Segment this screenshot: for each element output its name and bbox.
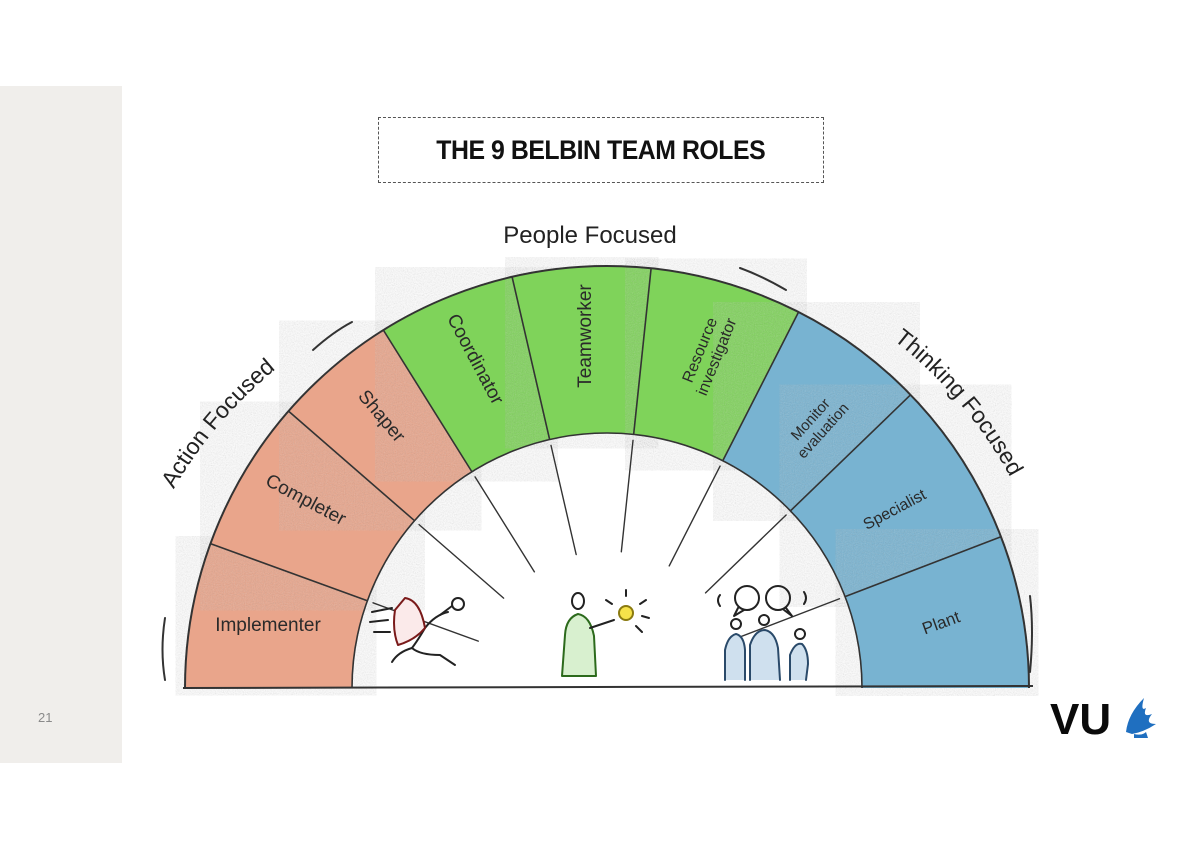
griffin-icon [1126,698,1156,738]
segment-divider [632,268,652,435]
outer-arc-outline [184,265,1030,689]
segment-divider [210,542,368,602]
inner-ray-line [474,476,536,573]
idea-person-illustration [561,589,650,677]
vu-logo-svg: VU [1050,695,1156,744]
people-focused-text: People Focused [503,222,676,249]
segment-teamworker [512,266,652,440]
segment-divider [382,329,473,473]
segment-specialist [790,394,1001,597]
page-number: 21 [38,710,53,725]
left-sidebar [0,86,122,763]
page-title: THE 9 BELBIN TEAM ROLES [436,134,766,165]
segment-divider [789,394,912,512]
inner-ray-line [668,465,721,567]
segment-monitor-evaluation [722,311,911,511]
segment-coordinator [383,276,550,472]
segment-plant [845,536,1029,688]
discussion-group-illustration [717,585,809,681]
group-brackets [161,267,1033,681]
inner-ray-line [704,514,787,594]
segment-completer [210,411,415,601]
vu-logo-text: VU [1050,695,1111,740]
segment-resource-investigator [633,268,799,461]
inner-ray-line [418,523,505,599]
inner-ray-line [550,444,577,556]
segment-divider [511,276,551,440]
inner-ray-line [620,439,634,553]
segment-divider [844,536,1002,598]
segments [185,266,1029,688]
role-teamworker: Teamworker [575,284,596,388]
segment-dividers [210,268,1002,602]
segment-implementer [185,543,368,688]
role-implementer: Implementer [215,615,321,636]
baseline [182,685,1034,689]
inner-ray-line [734,598,841,640]
people-focused-label: People Focused [503,222,676,249]
vu-logo: VU [1048,688,1160,745]
inner-arc-outline [351,432,863,689]
segment-divider [287,410,416,522]
title-box: THE 9 BELBIN TEAM ROLES [378,117,824,183]
running-figure-illustration [369,597,465,666]
segment-divider [722,311,800,462]
segment-shaper [288,330,472,521]
